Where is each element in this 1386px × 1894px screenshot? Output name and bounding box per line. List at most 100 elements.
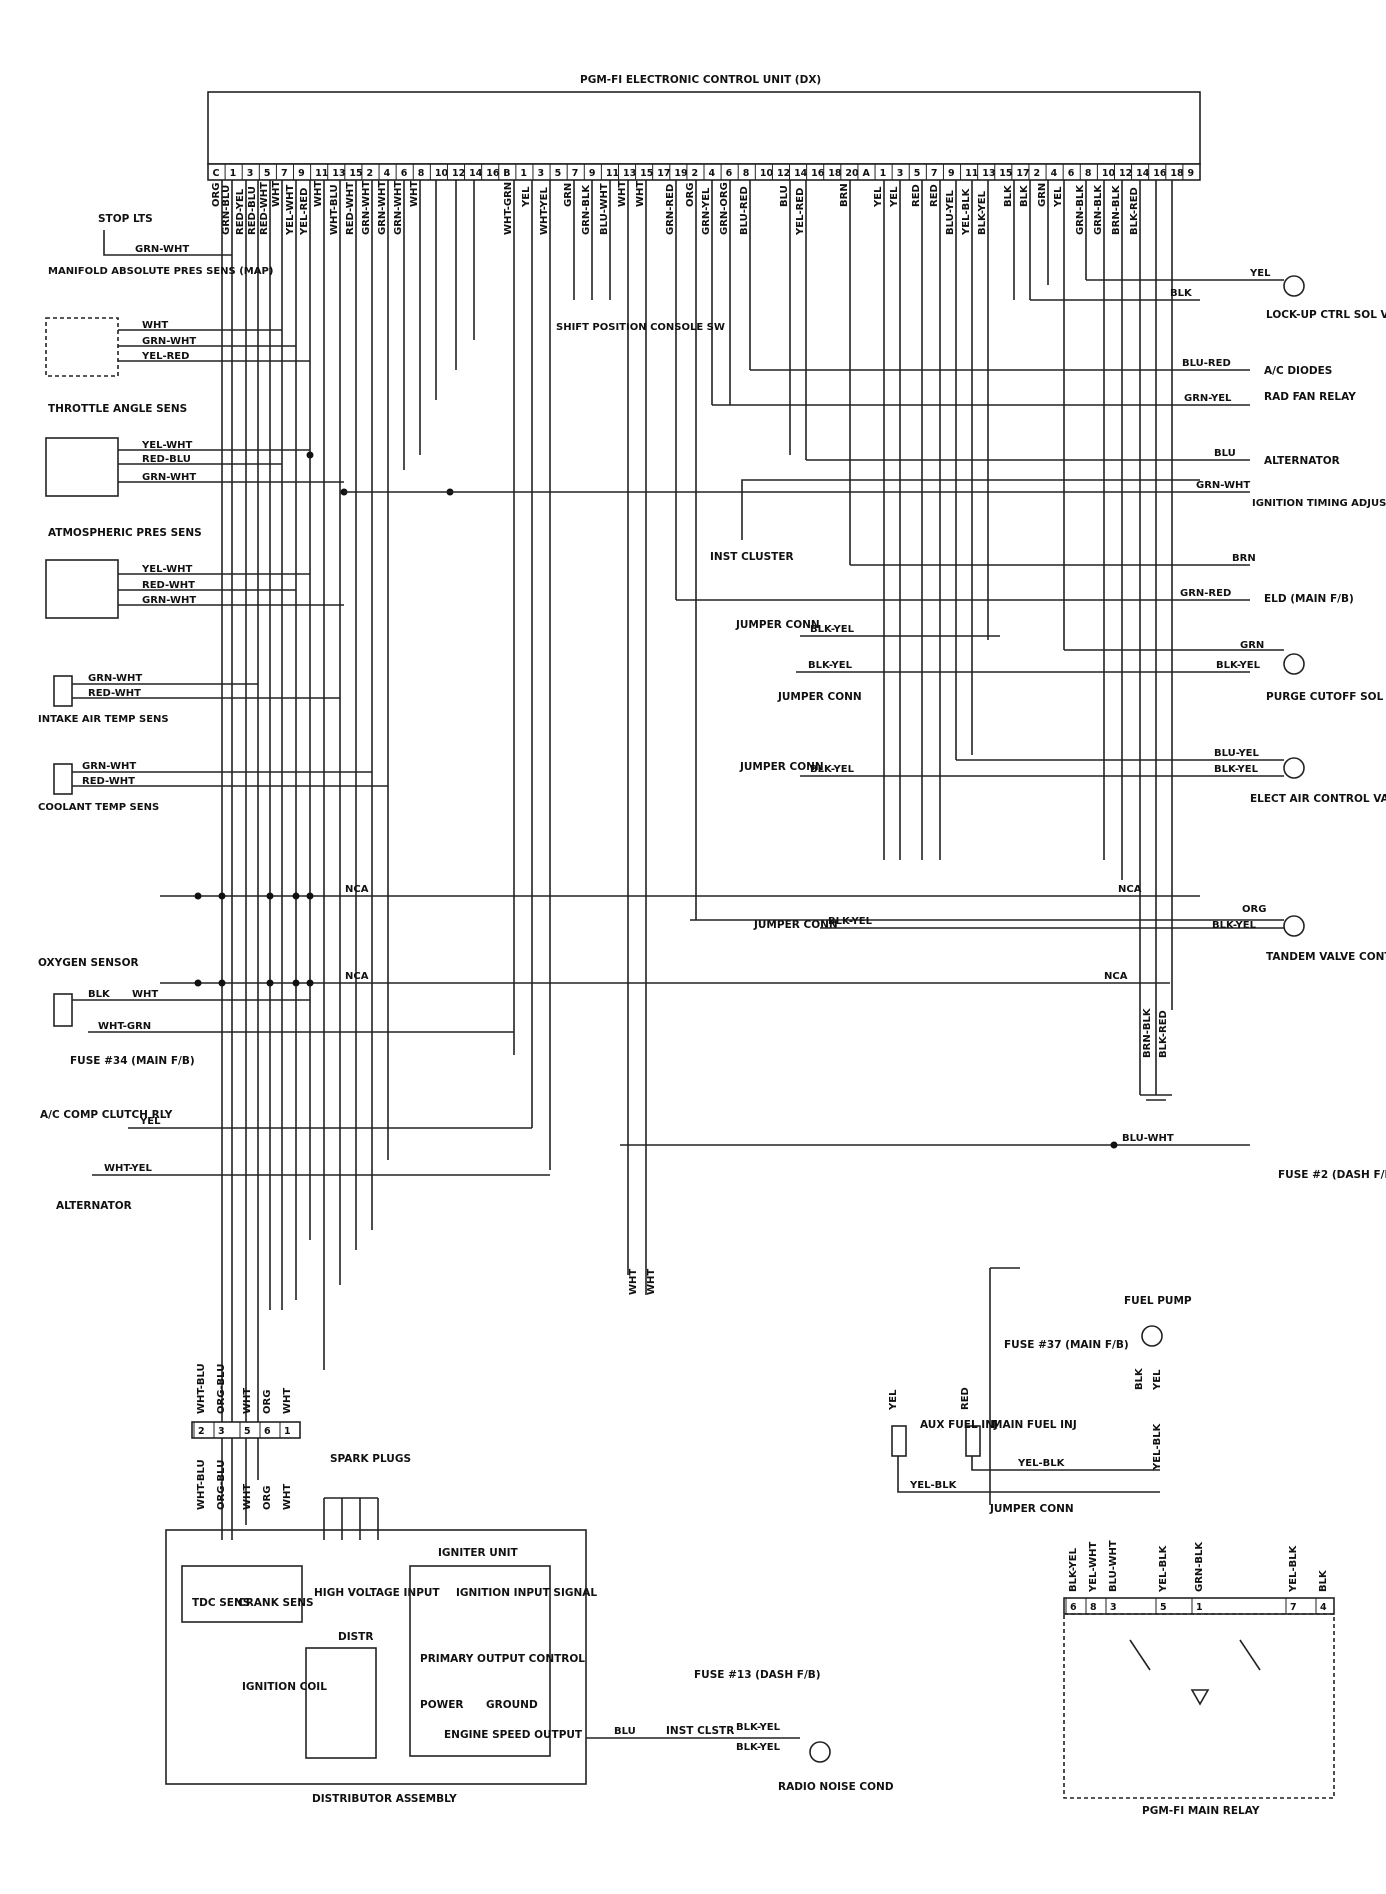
ecu-wire-label: GRN-BLK [581, 184, 592, 235]
relay-wire: BLK-YEL [1068, 1547, 1079, 1592]
inst-clstr-label: INST CLSTR [666, 1725, 734, 1737]
ecu-wire-label: YEL-RED [795, 188, 806, 236]
fuse2-label: FUSE #2 (DASH F/B) [1278, 1169, 1386, 1181]
ecu-pin: 8 [418, 168, 425, 179]
ecu-wire-label: RED-WHT [345, 182, 356, 235]
shift-switch-label: SHIFT POSITION CONSOLE SW [556, 322, 725, 333]
dist-wire-bottom: WHT [282, 1484, 293, 1510]
fuse34-wire: WHT-GRN [98, 1021, 151, 1032]
fp-wire-1: BLK [1134, 1367, 1145, 1390]
alt-right-wire: BLU [1214, 448, 1236, 459]
engine-speed-label: ENGINE SPEED OUTPUT [444, 1729, 583, 1741]
hv-label: HIGH VOLTAGE INPUT [314, 1587, 440, 1599]
ecu-pin: 10 [435, 168, 449, 179]
yel-blk-a: YEL-BLK [1017, 1458, 1066, 1469]
ecu-pin: 7 [572, 168, 579, 179]
ecu-wire-label: GRN-WHT [377, 181, 388, 235]
ecu-wire-label: GRN [563, 183, 574, 207]
ecu-wire-label: RED-BLU [247, 186, 258, 235]
map-wire-2: GRN-WHT [142, 336, 196, 347]
yel-blk-v: YEL-BLK [1152, 1422, 1163, 1471]
ecu-pin: 1 [520, 168, 527, 179]
nca-label-4: NCA [1104, 971, 1128, 982]
oxy-wire-1: BLK [88, 989, 111, 1000]
rad-fan-wire: GRN-YEL [1184, 393, 1232, 404]
relay-wire: BLK [1318, 1569, 1329, 1592]
ecu-pin: 11 [315, 168, 328, 179]
gnd-wire-1: BRN-BLK [1142, 1007, 1153, 1058]
ecu-pin: 10 [760, 168, 774, 179]
ecu-pin: 16 [811, 168, 825, 179]
intake-sens-label: INTAKE AIR TEMP SENS [38, 714, 169, 725]
ecu-pin: 6 [401, 168, 408, 179]
ecu-wire-label: GRN-WHT [393, 181, 404, 235]
relay-pin: 8 [1090, 1602, 1097, 1613]
ecu-pin: 10 [1102, 168, 1116, 179]
ecu-wire-label: BLU-RED [739, 186, 750, 235]
inst-cluster-label: INST CLUSTER [710, 551, 794, 563]
main-inj-label: MAIN FUEL INJ [992, 1419, 1077, 1431]
stop-lts-wire: GRN-WHT [135, 244, 189, 255]
alt-left-label: ALTERNATOR [56, 1200, 132, 1212]
ecu-wire-label: RED [911, 184, 922, 207]
relay-pin: 4 [1320, 1602, 1327, 1613]
ecu-pin: 7 [931, 168, 938, 179]
ign-timing-wire2: BRN [1232, 553, 1256, 564]
intake-wire-2: RED-WHT [88, 688, 141, 699]
ign-input-label: IGNITION INPUT SIGNAL [456, 1587, 597, 1599]
aux-inj-label: AUX FUEL INJ [920, 1419, 998, 1431]
eacv-label: ELECT AIR CONTROL VALVE (EACV) [1250, 793, 1386, 805]
relay-pin: 7 [1290, 1602, 1297, 1613]
ecu-wire-label: BLK-RED [1129, 187, 1140, 235]
ecu-pin: B [503, 168, 510, 179]
lockup-label: LOCK-UP CTRL SOL VALVE [1266, 309, 1386, 321]
ecu-wire-label: GRN-BLK [1075, 184, 1086, 235]
lockup-valve [1283, 275, 1305, 297]
dist-connector [191, 1421, 301, 1439]
wht-wire-b: WHT [646, 1269, 657, 1295]
ecu-pin: 16 [1153, 168, 1167, 179]
tandem-wire-1: ORG [1242, 904, 1266, 915]
ecu-pin: 18 [1170, 168, 1184, 179]
dist-wire-top: WHT-BLU [196, 1363, 207, 1414]
power-label: POWER [420, 1699, 463, 1711]
intake-sensor [53, 675, 73, 707]
fuse37-label: FUSE #37 (MAIN F/B) [1004, 1339, 1129, 1351]
ecu-pin: 15 [349, 168, 362, 179]
ac-comp-wire: YEL [139, 1116, 161, 1127]
ecu-pin: 3 [247, 168, 254, 179]
yel-inj-wire: YEL [888, 1389, 899, 1411]
ecu-wire-label: BLU [779, 185, 790, 207]
oxygen-sensor [53, 993, 73, 1027]
ecu-wire-label: WHT [635, 181, 646, 207]
dist-wire-top: WHT [282, 1388, 293, 1414]
rad-fan-label: RAD FAN RELAY [1264, 391, 1356, 403]
crank-label: CRANK SENS [238, 1597, 314, 1609]
ecu-pin: 17 [657, 168, 670, 179]
atmos-sens-label: ATMOSPHERIC PRES SENS [48, 527, 202, 539]
ign-timing-label: IGNITION TIMING ADJUST CONN [1252, 498, 1386, 509]
relay-wire: BLU-WHT [1108, 1540, 1119, 1592]
atmos-wire-1: YEL-WHT [141, 564, 193, 575]
tdc-label: TDC SENS [192, 1597, 250, 1609]
ecu-pin: 12 [1119, 168, 1132, 179]
dist-pin: 3 [218, 1426, 225, 1437]
ecu-pin: C [213, 168, 220, 179]
ground-label: GROUND [486, 1699, 538, 1711]
spark-plugs-label: SPARK PLUGS [330, 1453, 411, 1465]
ecu-wire-label: BLU-WHT [599, 183, 610, 235]
lockup-gnd-wire: BLK [1170, 288, 1193, 299]
ecu-pin: 13 [332, 168, 345, 179]
ecu-pin: 15 [999, 168, 1012, 179]
ecu-wire-label: BRN-BLK [1111, 184, 1122, 235]
ecu-pin: 20 [845, 168, 859, 179]
ecu-pin: 9 [589, 168, 596, 179]
main-relay-label: PGM-FI MAIN RELAY [1142, 1805, 1260, 1817]
ecu-pin: 4 [1051, 168, 1058, 179]
dist-wire-top: ORG [262, 1390, 273, 1414]
ign-timing-wire1: GRN-WHT [1196, 480, 1250, 491]
ecu-pin: 5 [555, 168, 562, 179]
aux-injector [891, 1425, 907, 1457]
